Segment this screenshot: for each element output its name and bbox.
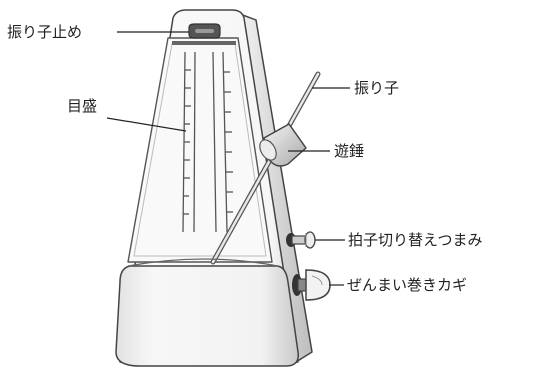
label-winding-key: ぜんまい巻きカギ bbox=[347, 276, 468, 294]
sliding-weight bbox=[259, 123, 307, 167]
stopper-slot bbox=[172, 41, 236, 45]
leader-scale bbox=[106, 117, 187, 132]
pendulum-rod bbox=[210, 71, 321, 265]
label-scale: 目盛 bbox=[67, 97, 98, 115]
label-pendulum: 振り子 bbox=[354, 79, 400, 97]
leader-lines bbox=[106, 31, 350, 286]
scale bbox=[182, 51, 233, 233]
beat-switch-knob bbox=[286, 231, 316, 249]
label-weight: 遊錘 bbox=[334, 142, 365, 160]
label-beat-switch: 拍子切り替えつまみ bbox=[348, 231, 483, 249]
winding-key bbox=[292, 269, 331, 301]
body-base bbox=[115, 265, 299, 367]
label-pendulum-stopper: 振り子止め bbox=[7, 23, 83, 41]
